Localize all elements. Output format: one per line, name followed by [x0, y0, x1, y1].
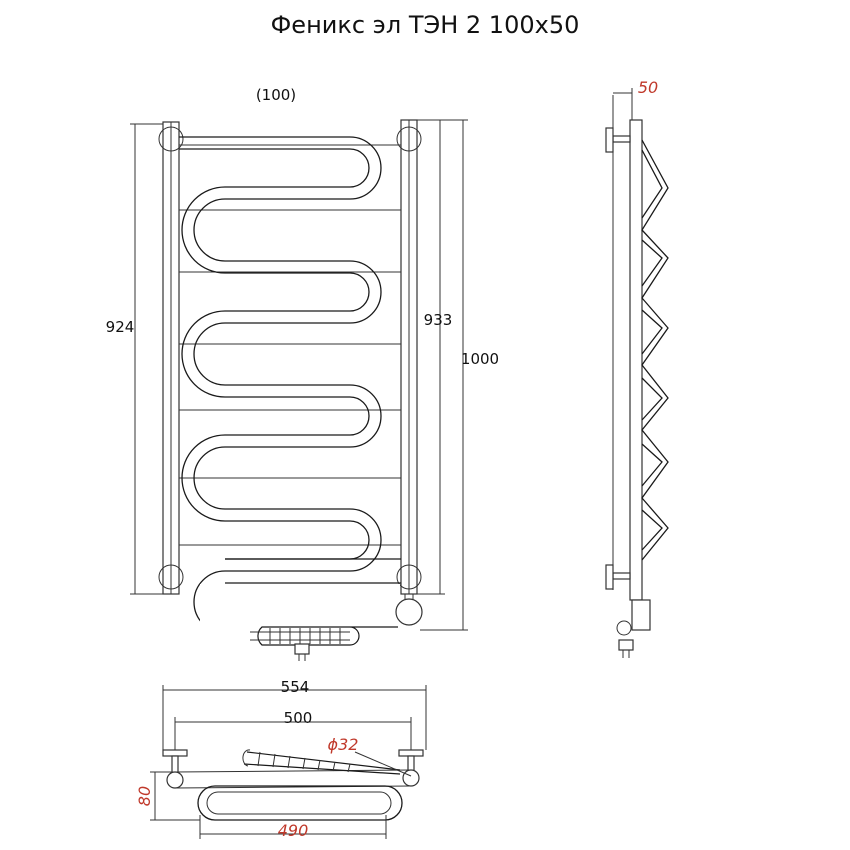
dim-loop-width	[199, 815, 387, 839]
dim-inner-right-value: 933	[424, 311, 453, 329]
dim-total-width	[162, 685, 427, 750]
side-zigzag	[641, 139, 669, 561]
dim-diameter-value: ϕ32	[328, 735, 359, 754]
top-loop	[197, 785, 403, 821]
serpentine-coil	[179, 136, 401, 634]
mount-left-bottom	[158, 564, 184, 590]
dim-mount-width	[174, 717, 412, 755]
page-title: Феникс эл ТЭН 2 100x50	[271, 11, 580, 39]
side-collector	[629, 119, 643, 601]
coiled-cable	[250, 626, 398, 646]
dim-left-924	[130, 123, 163, 595]
horizontal-ribs	[179, 144, 401, 546]
dim-inner-right-933	[417, 119, 445, 595]
dim-left-value: 924	[106, 318, 135, 336]
dim-loop-width-value: 490	[278, 821, 309, 840]
mount-left-top	[158, 126, 184, 152]
side-view: 50	[605, 78, 669, 658]
top-heater-cable	[242, 749, 401, 775]
mount-right-bottom	[396, 564, 422, 590]
dim-side-depth-value: 50	[638, 78, 658, 97]
dim-top-depth-value: 80	[135, 786, 154, 806]
top-collector-left	[166, 771, 184, 789]
dim-total-width-value: 554	[281, 678, 310, 696]
dim-outer-right-1000	[417, 119, 468, 631]
dim-diameter-leader	[354, 751, 412, 777]
dim-top-depth	[150, 771, 200, 821]
front-view: (100) 924 933 1000	[106, 86, 499, 661]
dim-outer-right-value: 1000	[461, 350, 499, 368]
top-collector-right	[402, 769, 420, 787]
heating-element-knob	[395, 598, 423, 626]
top-view: 554 500	[135, 678, 427, 840]
mount-right-top	[396, 126, 422, 152]
dim-side-depth	[613, 88, 633, 120]
step-label: (100)	[256, 86, 296, 104]
dim-mount-width-value: 500	[284, 709, 313, 727]
plug-icon	[294, 643, 310, 661]
